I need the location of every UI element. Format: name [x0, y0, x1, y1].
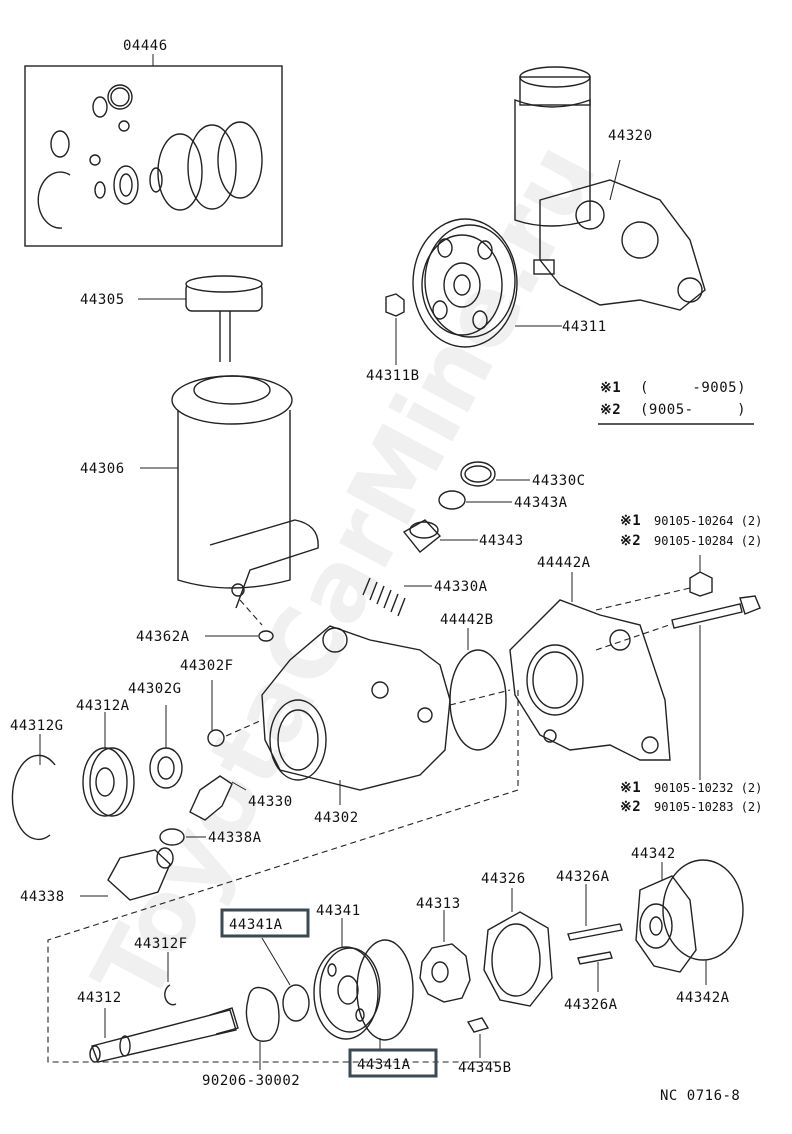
valve-44343 — [402, 519, 478, 553]
bolt-short — [595, 555, 713, 611]
label-cam-ring: 44326 — [481, 871, 526, 887]
reservoir-cap — [138, 275, 263, 362]
spring-44330a — [362, 577, 432, 617]
label-cover: 44342 — [631, 846, 676, 862]
label-ring-c: 44330C — [532, 473, 586, 489]
bolt-bottom-part-1: 90105-10232 (2) — [654, 781, 762, 795]
diagram-code: NC 0716-8 — [660, 1088, 740, 1104]
seal-44302f — [207, 680, 263, 747]
label-shaft: 44312 — [77, 990, 122, 1006]
label-bracket-a: 44442A — [537, 555, 591, 571]
label-side-plate: 44341 — [316, 903, 361, 919]
label-valve: 44343 — [479, 533, 524, 549]
label-nut: 44311B — [366, 368, 420, 384]
bolt-bottom-mark-2: ※2 — [620, 799, 641, 815]
label-kit: 04446 — [123, 38, 168, 54]
bearing-44312a — [82, 712, 135, 817]
label-gasket-9020: 90206-30002 — [202, 1073, 300, 1089]
label-plate-hl-top: 44341A — [229, 917, 283, 933]
label-pulley: 44311 — [562, 319, 607, 335]
label-flow-valve: 44330 — [248, 794, 293, 810]
legend-mark-2: ※2 — [600, 402, 621, 418]
cover-oring-44342a — [662, 859, 744, 985]
label-clip: 44312F — [134, 936, 188, 952]
shaft-44312 — [89, 1007, 239, 1063]
pump-housing — [261, 625, 511, 805]
legend-range-1: ( -9005) — [640, 380, 746, 396]
legend-range-2: (9005- ) — [640, 402, 746, 418]
assembly-outline — [47, 690, 519, 1063]
pulley — [412, 218, 562, 348]
oring-44338a — [159, 828, 206, 846]
reservoir — [140, 375, 319, 626]
vane-44345b — [466, 1017, 490, 1058]
bolt-long — [595, 595, 761, 780]
bolt-top-part-1: 90105-10264 (2) — [654, 514, 762, 528]
label-union: 44338 — [20, 889, 65, 905]
legend: ※1 ( -9005) ※2 (9005- ) — [598, 380, 754, 425]
highlight-box-bottom — [348, 1048, 438, 1078]
rotor-44313 — [419, 910, 471, 1003]
cover-44342 — [635, 862, 697, 973]
legend-mark-1: ※1 — [600, 380, 621, 396]
label-pin-lower: 44326A — [564, 997, 618, 1013]
bolts-top-callout: ※1 90105-10264 (2) ※2 90105-10284 (2) — [620, 513, 762, 549]
bolt-top-mark-2: ※2 — [620, 533, 641, 549]
label-rotor: 44313 — [416, 896, 461, 912]
label-vane: 44345B — [458, 1060, 512, 1076]
oring-44343a — [438, 490, 512, 510]
pulley-nut — [385, 293, 405, 365]
ring-44330c — [460, 461, 530, 487]
bolt-bottom-mark-1: ※1 — [620, 780, 641, 796]
label-spring: 44330A — [434, 579, 488, 595]
highlight-box-top — [220, 908, 310, 938]
bolts-bottom-callout: ※1 90105-10232 (2) ※2 90105-10283 (2) — [620, 780, 762, 815]
seal-44302g — [149, 705, 183, 789]
label-bearing: 44312A — [76, 698, 130, 714]
oring-44362a — [205, 630, 274, 642]
label-snap-ring: 44312G — [10, 718, 64, 734]
label-oring-38a: 44338A — [208, 830, 262, 846]
bracket-44442a — [509, 572, 671, 761]
pin-lower-44326a — [577, 951, 613, 992]
clip-44312f — [164, 952, 177, 1006]
label-seal-g: 44302G — [128, 681, 182, 697]
cam-ring-44326 — [483, 888, 553, 1007]
label-housing: 44302 — [314, 810, 359, 826]
pump-assembly — [514, 66, 706, 311]
kit-box — [24, 54, 283, 247]
pin-upper-44326a — [567, 884, 623, 941]
bolt-top-part-2: 90105-10284 (2) — [654, 534, 762, 548]
union-44338 — [80, 847, 174, 901]
label-oring-62a: 44362A — [136, 629, 190, 645]
gasket-44442b — [449, 628, 507, 751]
label-plate-hl-bottom: 44341A — [357, 1057, 411, 1073]
label-pump-assy: 44320 — [608, 128, 653, 144]
side-plate-44341 — [313, 918, 414, 1050]
bolt-top-mark-1: ※1 — [620, 513, 641, 529]
bolt-bottom-part-2: 90105-10283 (2) — [654, 800, 762, 814]
oring-44341a — [282, 984, 310, 1022]
label-oring-a: 44343A — [514, 495, 568, 511]
label-cap: 44305 — [80, 292, 125, 308]
label-gasket-b: 44442B — [440, 612, 494, 628]
snap-ring-44312g — [11, 734, 56, 841]
label-cover-oring: 44342A — [676, 990, 730, 1006]
gasket-90206 — [245, 986, 280, 1070]
label-seal-f: 44302F — [180, 658, 234, 674]
label-pin-upper: 44326A — [556, 869, 610, 885]
flow-valve-44330 — [189, 775, 247, 821]
label-reservoir: 44306 — [80, 461, 125, 477]
